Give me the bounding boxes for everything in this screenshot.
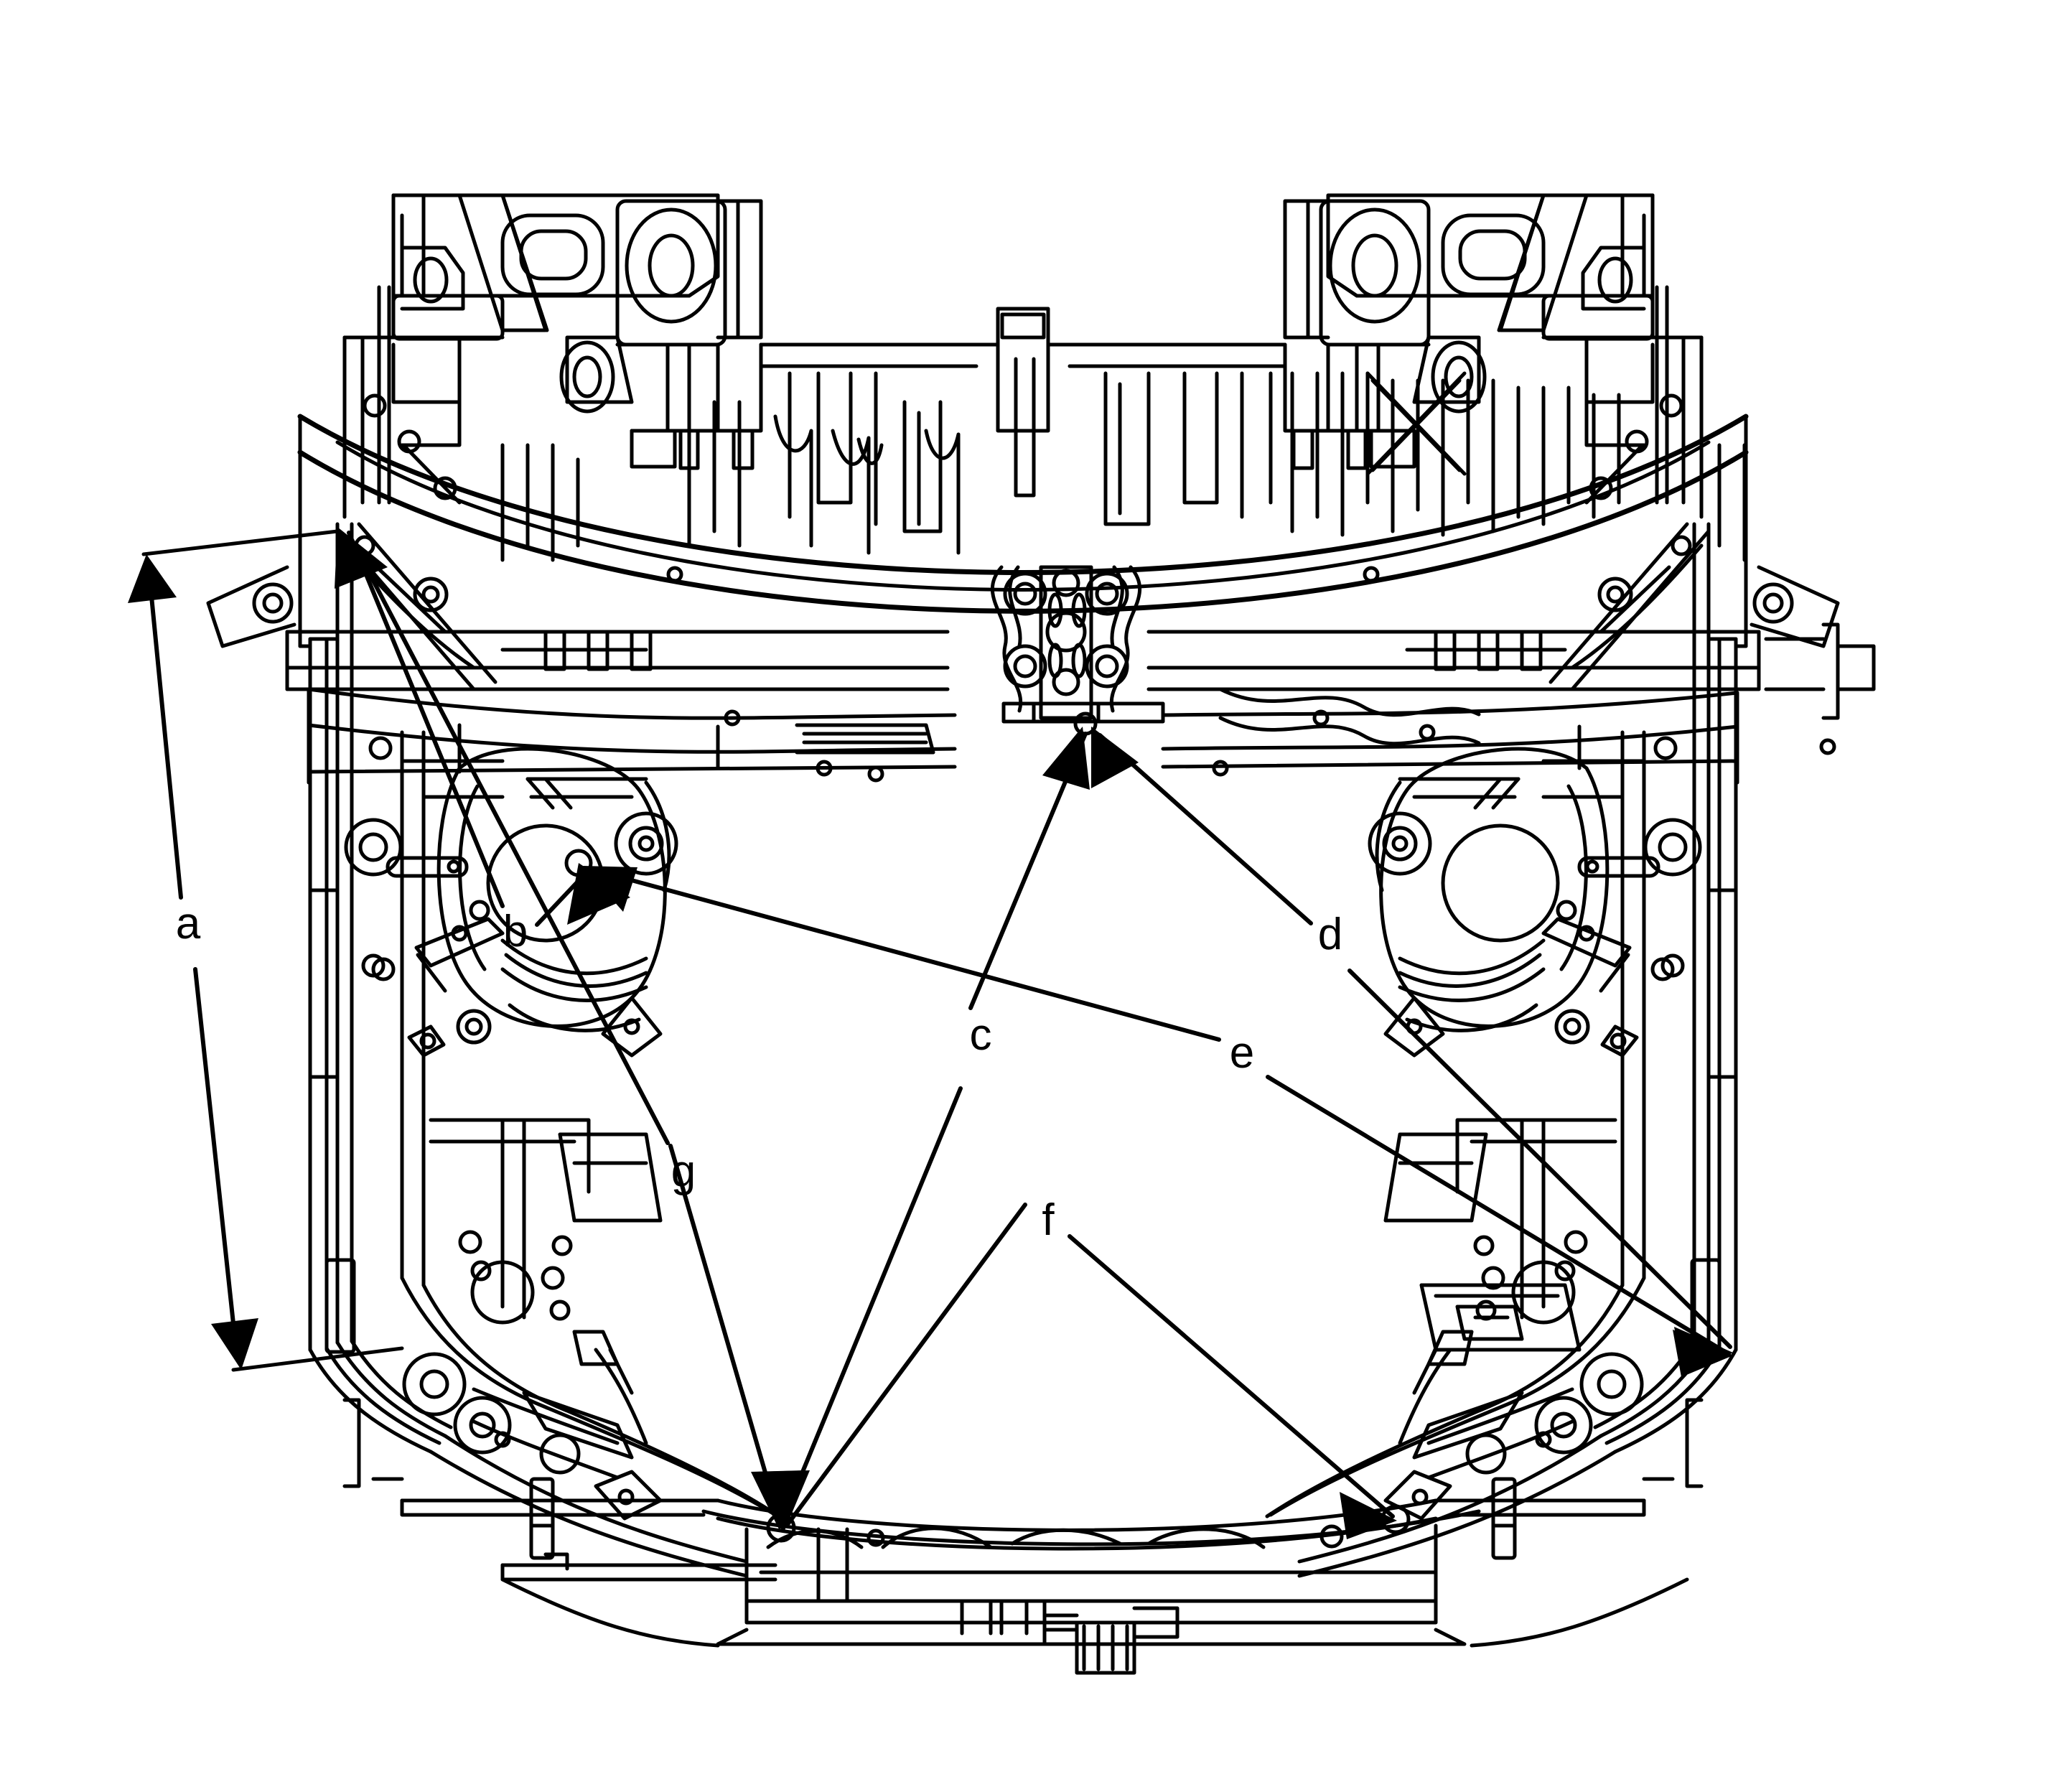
right-lower-inner-panel [1265,1118,1646,1560]
left-outer-rail [298,418,453,1454]
callout-label-b: b [503,907,528,956]
callout-labels: a b c d e f g [176,899,1342,1245]
callout-label-c: c [970,1010,992,1060]
upper-left-rail-assembly [342,193,763,519]
callout-leaders [128,527,1733,1539]
callout-label-a: a [176,899,201,948]
callout-label-d: d [1318,910,1342,959]
leader-a [128,529,404,1372]
leader-f [757,1203,1397,1539]
fastener-details [666,566,1836,777]
leader-e [583,866,1733,1377]
callout-label-f: f [1042,1195,1055,1245]
hood-latch-bracket [991,565,1165,736]
right-strut-tower [1368,730,1702,1122]
right-lower-apron [1297,1398,1704,1578]
callout-label-e: e [1230,1028,1254,1078]
callout-label-g: g [671,1147,696,1196]
left-lower-apron [342,1398,749,1578]
upper-cross-member [285,630,1761,691]
